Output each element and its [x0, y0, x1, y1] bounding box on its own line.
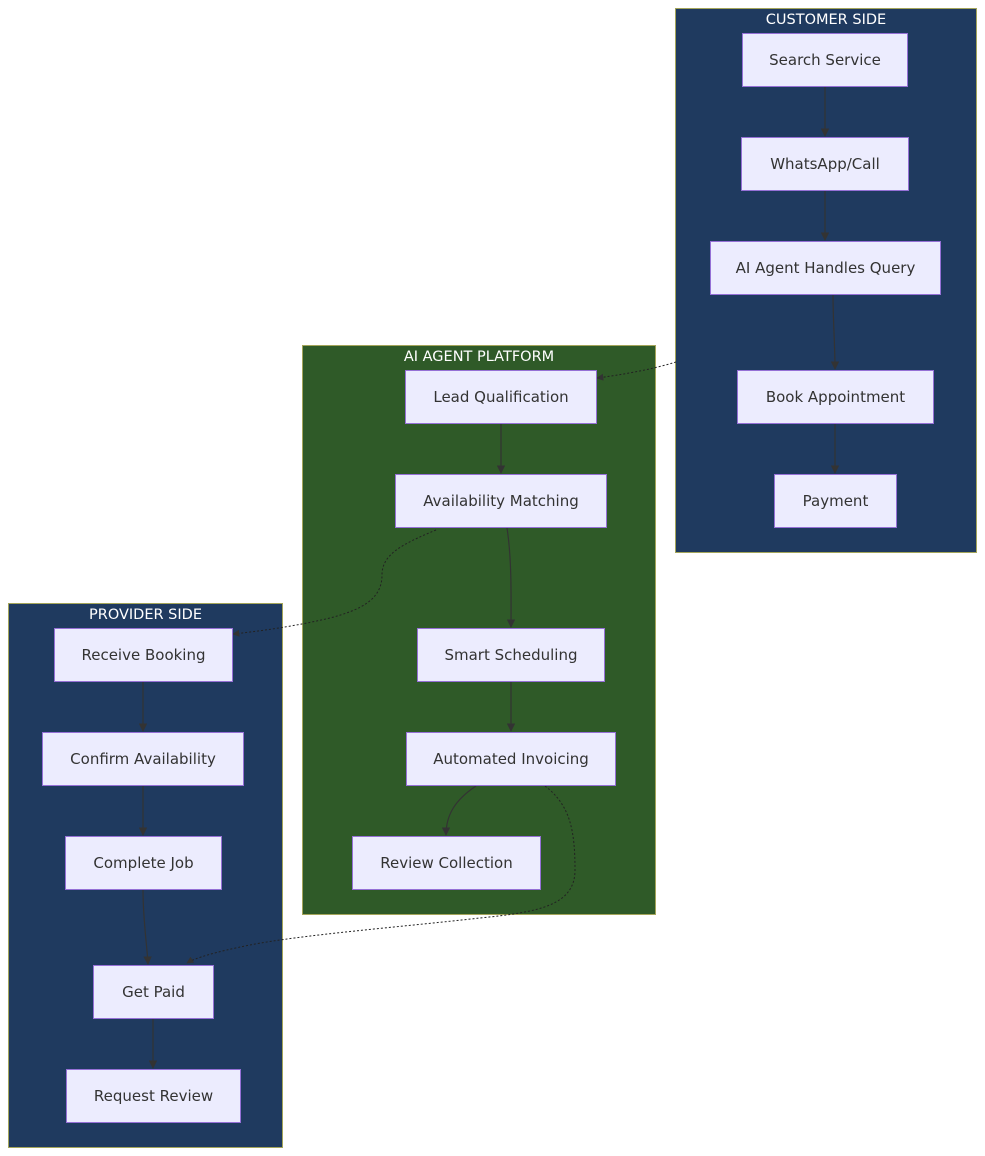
ai-agent-platform-title: AI AGENT PLATFORM	[403, 349, 555, 365]
node-ai-agent-handles-query: AI Agent Handles Query	[710, 241, 941, 295]
node-complete-job: Complete Job	[65, 836, 222, 890]
node-get-paid: Get Paid	[93, 965, 214, 1019]
node-book-appointment: Book Appointment	[737, 370, 934, 424]
node-automated-invoicing: Automated Invoicing	[406, 732, 616, 786]
node-whatsapp-call: WhatsApp/Call	[741, 137, 909, 191]
node-lead-qualification: Lead Qualification	[405, 370, 597, 424]
node-confirm-availability: Confirm Availability	[42, 732, 244, 786]
node-payment: Payment	[774, 474, 897, 528]
node-receive-booking: Receive Booking	[54, 628, 233, 682]
node-search-service: Search Service	[742, 33, 908, 87]
provider-side-title: PROVIDER SIDE	[89, 607, 202, 623]
node-availability-matching: Availability Matching	[395, 474, 607, 528]
customer-side-title: CUSTOMER SIDE	[765, 12, 887, 28]
node-review-collection: Review Collection	[352, 836, 541, 890]
node-smart-scheduling: Smart Scheduling	[417, 628, 605, 682]
node-request-review: Request Review	[66, 1069, 241, 1123]
